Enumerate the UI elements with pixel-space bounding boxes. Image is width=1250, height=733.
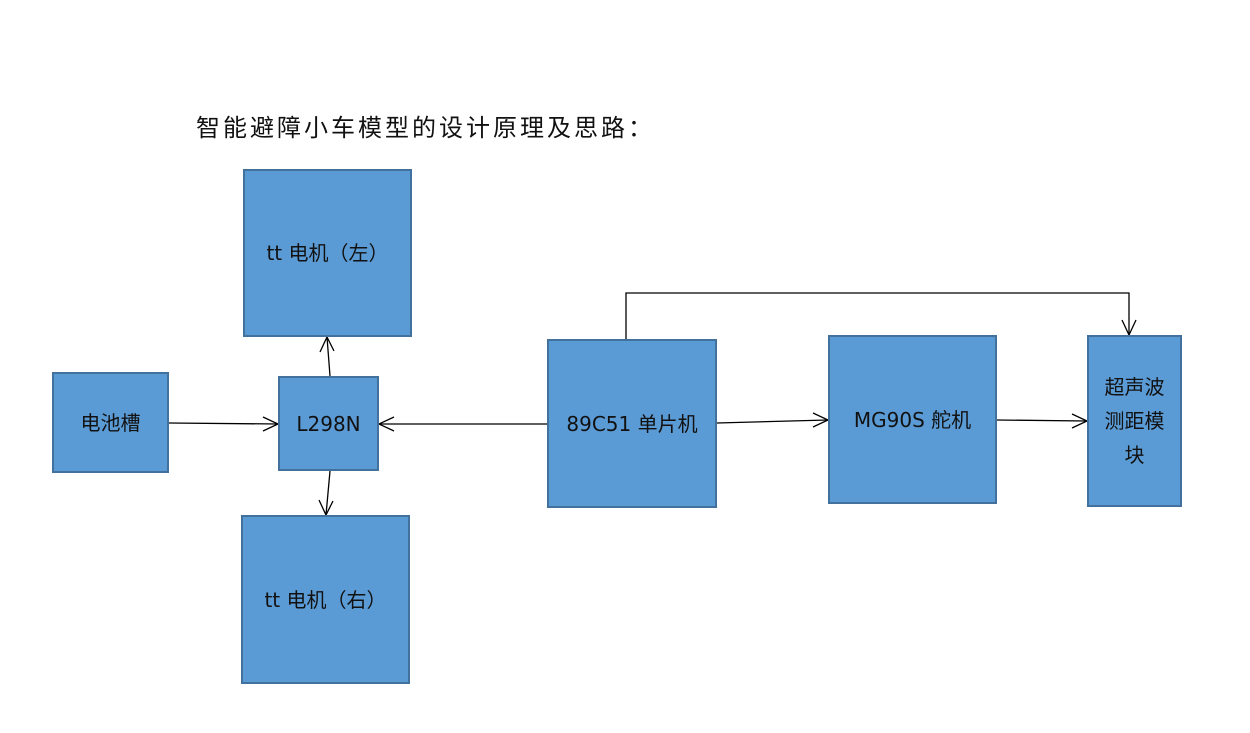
node-label: tt 电机（左） [266, 241, 389, 265]
node-label: MG90S 舵机 [853, 407, 972, 432]
node-motor-left: tt 电机（左） [243, 169, 412, 337]
node-label: 超声波测距模块 [1104, 375, 1165, 467]
node-label: tt 电机（右） [264, 587, 387, 612]
node-label: 电池槽 [80, 410, 141, 435]
arrowhead [319, 335, 335, 353]
node-label: 89C51 单片机 [566, 411, 698, 436]
diagram-title: 智能避障小车模型的设计原理及思路： [196, 114, 655, 142]
edge-mcu-to-sonar [625, 292, 1130, 339]
edge-servo-to-sonar [996, 419, 1088, 422]
node-motor-right: tt 电机（右） [241, 515, 410, 684]
edge-driver-to-motor-right [325, 470, 331, 516]
node-battery: 电池槽 [52, 372, 169, 473]
edge-driver-to-motor-left [326, 336, 331, 377]
node-mcu: 89C51 单片机 [547, 339, 717, 508]
node-driver: L298N [278, 376, 379, 471]
node-sonar: 超声波测距模块 [1087, 335, 1182, 507]
node-servo: MG90S 舵机 [828, 335, 997, 504]
edge-battery-to-driver [168, 422, 279, 425]
arrowhead [377, 416, 395, 432]
node-label: L298N [296, 411, 361, 436]
edge-mcu-to-servo [716, 419, 829, 424]
